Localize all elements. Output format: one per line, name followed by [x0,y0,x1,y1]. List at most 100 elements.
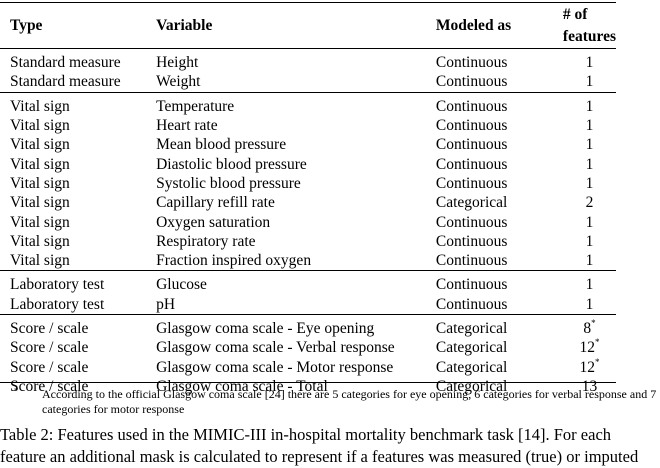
cell-modeled-as: Continuous [436,251,563,271]
cell-type-text: Vital sign [10,174,70,192]
cell-variable-text: Mean blood pressure [156,136,287,154]
cell-type-text: Laboratory test [10,295,105,313]
cell-variable-text: pH [156,295,176,313]
cell-variable-text: Heart rate [156,117,218,135]
cell-type-text: Vital sign [10,117,70,135]
cell-modeled-as-text: Continuous [435,276,508,294]
cell-type-text: Score / scale [10,358,89,376]
cell-num-features-text: 2 [585,194,594,212]
header-variable: Variable [156,4,436,49]
cell-num-features: 12* [563,357,616,376]
cell-type: Vital sign [0,91,157,116]
footnote-reference: * [594,337,600,348]
cell-variable: Temperature [156,91,436,116]
cell-num-features: 1 [563,251,616,271]
table-row: Score / scale Glasgow coma scale - Motor … [0,357,616,376]
features-table: Type Variable Modeled as # of features S… [0,4,616,396]
cell-modeled-as: Continuous [436,49,563,73]
cell-variable-text: Temperature [156,97,235,115]
cell-num-features: 1 [563,116,616,135]
cell-num-features-text: 1 [585,174,594,192]
cell-type: Vital sign [0,251,156,271]
cell-modeled-as-text: Continuous [435,155,508,173]
cell-num-features: 1 [563,232,616,251]
cell-num-features: 2 [563,193,616,212]
cell-num-features-text: 1 [585,117,594,135]
cell-variable-text: Glasgow coma scale - Eye opening [156,320,375,337]
cell-type: Score / scale [0,338,156,357]
caption-line-1: Table 2: Features used in the MIMIC-III … [0,425,612,444]
table-row: Vital sign Diastolic blood pressure Contin… [0,154,616,173]
cell-modeled-as: Categorical [436,338,563,357]
cell-modeled-as: Continuous [436,154,563,173]
cell-modeled-as: Continuous [435,270,563,295]
cell-type: Standard measure [0,72,156,92]
cell-variable: pH [156,295,436,315]
cell-num-features-text: 1 [585,252,594,270]
table-caption: Table 2: Features used in the MIMIC-III … [0,424,660,468]
cell-variable: Height [156,49,436,73]
cell-variable-text: Weight [156,73,201,91]
cell-type-text: Vital sign [10,155,70,173]
table-header-row: Type Variable Modeled as # of features [0,4,616,49]
cell-type: Vital sign [0,232,156,251]
header-type: Type [0,4,157,49]
cell-modeled-as-text: Continuous [435,117,508,135]
footnote-mark: * [14,386,19,396]
cell-num-features-text: 1 [585,73,594,91]
caption-line-2: feature an additional mask is calculated… [0,447,639,466]
cell-type: Laboratory test [0,270,157,295]
cell-type: Vital sign [0,135,156,154]
cell-num-features: 8* [562,313,616,339]
cell-type-text: Score / scale [10,339,89,357]
cell-modeled-as-text: Categorical [435,194,508,212]
cell-num-features: 1 [563,49,616,73]
cell-modeled-as-text: Continuous [435,174,508,192]
cell-num-features-text: 1 [585,276,594,294]
cell-num-features-text: 1 [585,232,594,250]
cell-variable: Respiratory rate [156,232,436,251]
cell-type-text: Vital sign [10,194,70,212]
cell-type-text: Standard measure [10,54,121,72]
cell-type: Vital sign [0,193,156,212]
cell-variable-text: Capillary refill rate [156,194,275,212]
cell-modeled-as: Continuous [436,212,563,231]
cell-num-features-text: 8 [583,320,592,337]
cell-modeled-as-text: Continuous [435,73,508,91]
cell-num-features: 1 [562,270,616,295]
cell-type: Laboratory test [0,295,156,315]
footnote-line-1: According to the official Glasgow coma s… [42,387,657,401]
cell-variable: Diastolic blood pressure [156,154,436,173]
cell-modeled-as: Continuous [436,72,563,92]
cell-type-text: Vital sign [10,232,70,250]
cell-variable: Glasgow coma scale - Motor response [156,357,436,376]
cell-modeled-as: Categorical [436,357,563,376]
cell-modeled-as-text: Continuous [435,232,508,250]
cell-num-features: 12* [563,338,616,357]
cell-num-features-text: 1 [585,54,594,72]
footnote-line-2: categories for motor response [42,402,185,416]
cell-variable-text: Diastolic blood pressure [156,155,307,173]
header-num-features: # of features [562,4,616,49]
cell-num-features: 1 [563,154,616,173]
cell-modeled-as-text: Continuous [435,136,508,154]
cell-modeled-as: Continuous [436,232,563,251]
cell-modeled-as: Continuous [435,91,563,116]
cell-variable: Glucose [156,270,436,295]
cell-type: Vital sign [0,174,156,193]
cell-type-text: Laboratory test [10,276,105,294]
cell-modeled-as-text: Continuous [435,54,508,72]
cell-variable-text: Glasgow coma scale - Motor response [156,358,394,376]
cell-num-features: 1 [563,72,616,92]
cell-variable-text: Systolic blood pressure [156,174,301,192]
cell-modeled-as: Continuous [436,135,563,154]
cell-type: Score / scale [0,313,157,339]
cell-modeled-as: Continuous [436,295,563,315]
cell-modeled-as: Categorical [436,193,563,212]
cell-modeled-as-text: Categorical [435,320,508,337]
cell-variable: Oxygen saturation [156,212,436,231]
cell-variable: Systolic blood pressure [156,174,436,193]
cell-num-features: 1 [563,212,616,231]
cell-modeled-as-text: Continuous [435,97,508,115]
